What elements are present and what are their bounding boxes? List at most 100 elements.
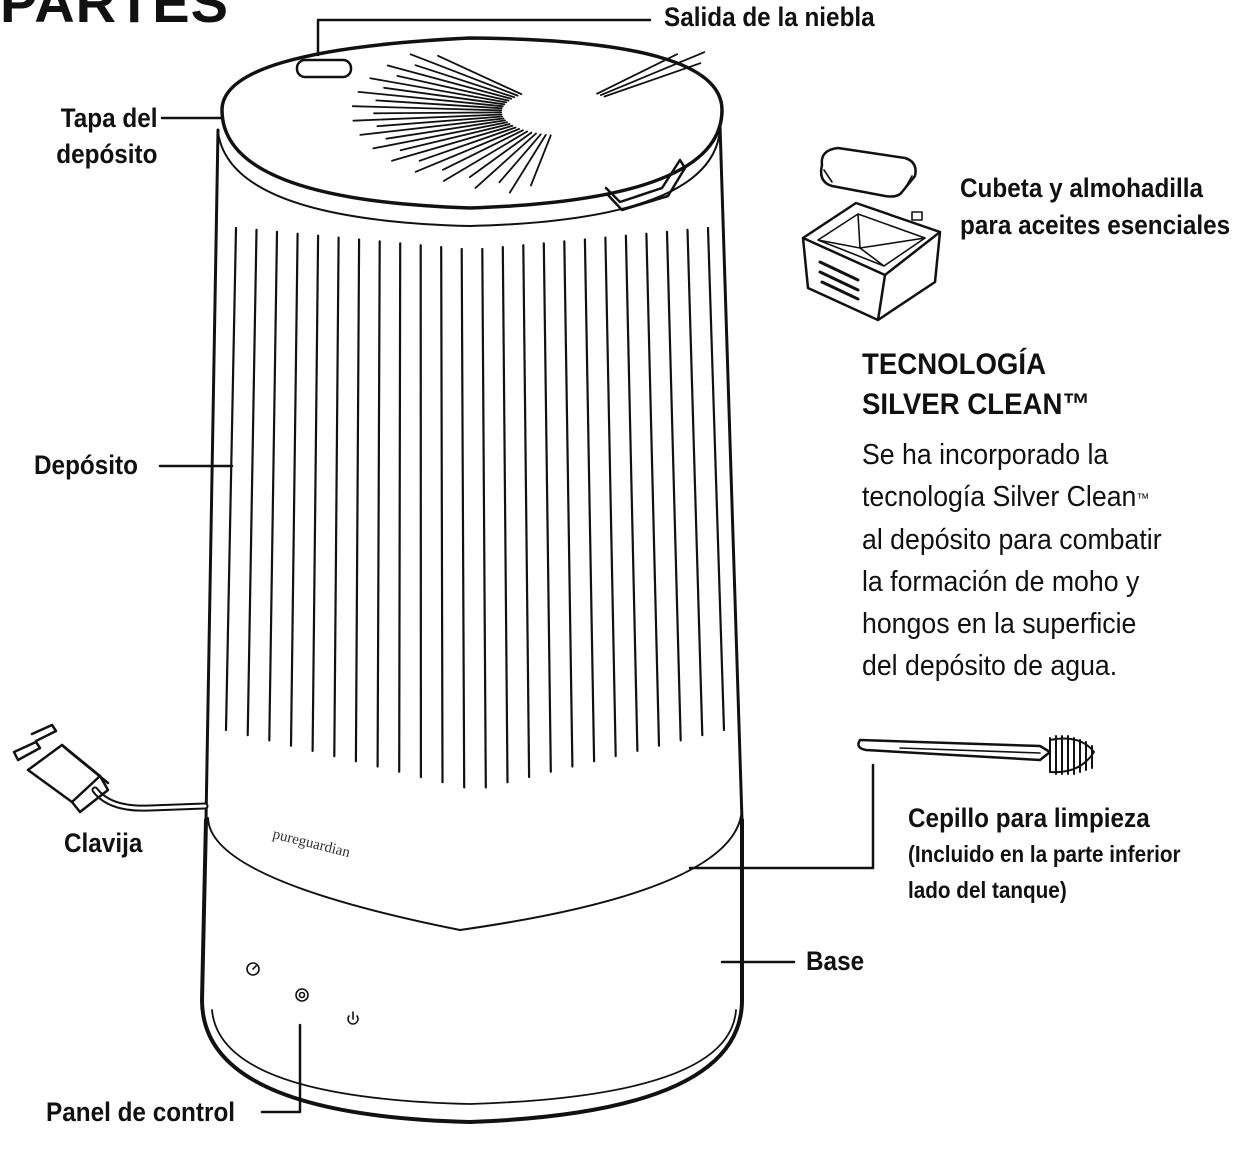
lid-vent [373, 111, 503, 115]
tank-rib [604, 236, 617, 758]
label-brush: Cepillo para limpieza (Incluido en la pa… [908, 800, 1181, 908]
tank-rib [289, 232, 299, 747]
tank-rib [501, 246, 509, 784]
technology-line: hongos en la superficie [862, 608, 1137, 640]
mist-level-icon[interactable] [295, 988, 309, 1002]
timer-icon[interactable] [246, 962, 260, 976]
technology-heading-line2: SILVER CLEAN™ [862, 388, 1090, 421]
tank-rib [398, 242, 402, 773]
tank-rib [224, 226, 238, 732]
lid-vent [468, 131, 533, 179]
label-tank-lid-line1: Tapa del [60, 103, 157, 133]
label-brush-line3: lado del tanque) [908, 877, 1067, 903]
tank-rib [542, 242, 552, 773]
label-tank-lid: Tapa del depósito [56, 100, 157, 172]
lid-vent [508, 133, 547, 194]
tank-rib [645, 232, 661, 747]
leader-lines [158, 18, 875, 1114]
brush-handle [857, 738, 1052, 762]
technology-line: del depósito de agua. [862, 650, 1118, 682]
lid-vent [441, 129, 524, 171]
lid-vent [376, 115, 504, 128]
label-tank-lid-line2: depósito [55, 139, 157, 169]
lid-vent [399, 123, 511, 152]
lid-vent [352, 113, 503, 122]
lid-vent [391, 124, 514, 162]
lid-vent [383, 86, 506, 106]
leader-mist-outlet [316, 18, 652, 57]
lid-vent [414, 64, 516, 99]
brand-mark: pureguardian [271, 826, 352, 861]
oil-tray-tab [911, 211, 923, 221]
essential-oil-tray [801, 146, 942, 322]
lid-vent [396, 75, 510, 102]
brush-handle-line [899, 747, 1041, 754]
oil-tray-inner [817, 213, 926, 267]
technology-description: Se ha incorporado la tecnología Silver C… [862, 434, 1221, 687]
label-brush-line2: (Incluido en la parte inferior [908, 841, 1181, 867]
lid-vent [474, 132, 537, 189]
tank-rib [706, 226, 726, 732]
label-oil-tray: Cubeta y almohadilla para aceites esenci… [960, 170, 1230, 244]
power-cord [12, 723, 209, 814]
lid-vent [357, 91, 504, 108]
label-control-panel: Panel de control [46, 1097, 236, 1127]
lid-vent [351, 105, 503, 112]
label-plug: Clavija [64, 828, 143, 858]
power-icon[interactable] [347, 1011, 359, 1025]
lid-vent [386, 64, 513, 100]
label-oil-tray-line2: para aceites esenciales [960, 210, 1231, 240]
label-mist-outlet: Salida de la niebla [664, 2, 875, 32]
lid-vent [372, 121, 509, 150]
plug-icon [12, 723, 110, 814]
lid-vent [603, 62, 702, 98]
tank-rib [624, 234, 639, 753]
lid-vent [369, 77, 508, 104]
mist-outlet-slot [295, 58, 353, 79]
lid-vent [442, 130, 528, 182]
cord-inner [93, 788, 207, 810]
lid-handle [604, 158, 687, 212]
technology-line: Se ha incorporado la [862, 439, 1109, 471]
technology-line: tecnología Silver Clean™ [862, 476, 1221, 519]
leader-brush [688, 763, 875, 870]
tank-outline [204, 123, 744, 822]
tank-rib [246, 228, 258, 737]
oil-pad [819, 146, 917, 198]
label-oil-tray-line1: Cubeta y almohadilla [960, 173, 1204, 203]
tank-rib [354, 238, 361, 763]
tank-ribs [224, 226, 726, 789]
tank-rib [686, 228, 704, 737]
lid-vent [385, 119, 506, 140]
technology-line: la formación de moho y [862, 566, 1140, 598]
lid-vent [409, 53, 519, 97]
brush-bristles [1049, 735, 1095, 775]
tank-rib [563, 240, 574, 768]
lid-lower-edge [217, 129, 721, 227]
tank-rib [665, 230, 682, 742]
lid-vent [600, 51, 706, 96]
lid-vent [498, 133, 542, 184]
technology-line: al depósito para combatir [862, 524, 1162, 556]
leader-control-panel [260, 1023, 302, 1114]
tank-rib [268, 230, 279, 742]
cleaning-brush [857, 735, 1095, 775]
lid-rim [220, 36, 724, 210]
lid-vent [359, 117, 505, 136]
humidifier-body [200, 36, 744, 1124]
oil-tray-box [801, 201, 942, 322]
technology-heading: TECNOLOGÍA SILVER CLEAN™ [862, 345, 1090, 425]
label-brush-line1: Cepillo para limpieza [908, 803, 1150, 833]
tank-rib [481, 247, 487, 789]
lid-vent [596, 53, 678, 95]
technology-line-text: tecnología Silver Clean [862, 481, 1137, 513]
oil-tray-slots [818, 260, 860, 301]
tank-rib [333, 236, 340, 758]
base-inner-rim [211, 1009, 737, 1105]
trademark-mark: ™ [1136, 490, 1150, 506]
lid-vent [418, 126, 517, 162]
tank-rib [440, 246, 444, 784]
oil-pad-edge [823, 169, 913, 191]
tank-bottom-edge [207, 807, 743, 931]
